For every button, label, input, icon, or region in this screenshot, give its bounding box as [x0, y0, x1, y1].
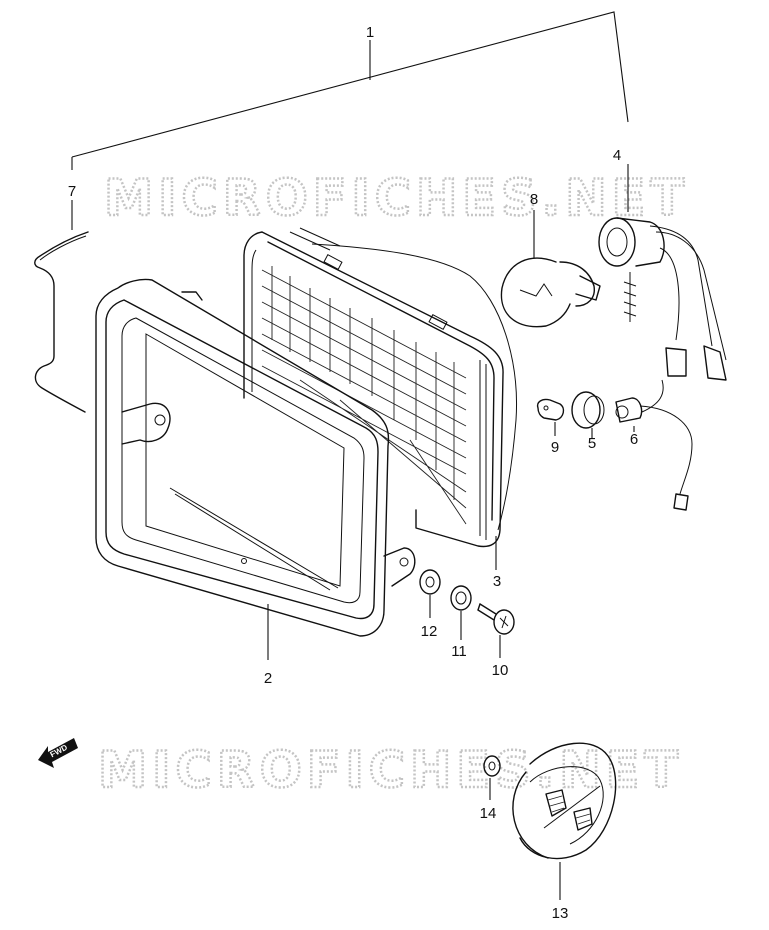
callout-3: 3	[493, 573, 501, 590]
washer-11	[450, 585, 472, 640]
watermark-bottom: MICROFICHES.NET	[98, 741, 683, 799]
callout-4: 4	[613, 147, 621, 164]
callout-9: 9	[551, 439, 559, 456]
callout-7: 7	[68, 183, 76, 200]
callout-5: 5	[588, 435, 596, 452]
washer-14	[483, 755, 501, 800]
headlamp-unit	[243, 227, 518, 570]
callout-13: 13	[552, 905, 569, 922]
screw-10	[477, 603, 515, 658]
callout-1: 1	[366, 24, 374, 41]
callout-14: 14	[480, 805, 497, 822]
socket-harness	[598, 164, 727, 381]
headlamp-bulb	[500, 210, 601, 328]
washer-12	[419, 569, 441, 618]
assembly-bracket	[71, 11, 629, 170]
headlamp-cap	[512, 742, 617, 900]
retaining-spring	[34, 200, 89, 413]
housing-rim	[95, 278, 416, 660]
callout-11: 11	[451, 643, 467, 660]
watermark-top: MICROFICHES.NET	[104, 169, 689, 227]
callout-labels: 1 2 3 4 5 6 7 8 9 10 11 12 13 14	[68, 24, 638, 922]
callout-10: 10	[492, 662, 509, 679]
position-socket-6	[615, 379, 693, 511]
grommet-5	[571, 391, 605, 438]
callout-8: 8	[530, 191, 538, 208]
position-bulb-9	[536, 398, 565, 436]
callout-6: 6	[630, 431, 638, 448]
callout-2: 2	[264, 670, 272, 687]
callout-12: 12	[421, 623, 438, 640]
fwd-arrow-icon: FWD	[38, 738, 78, 768]
